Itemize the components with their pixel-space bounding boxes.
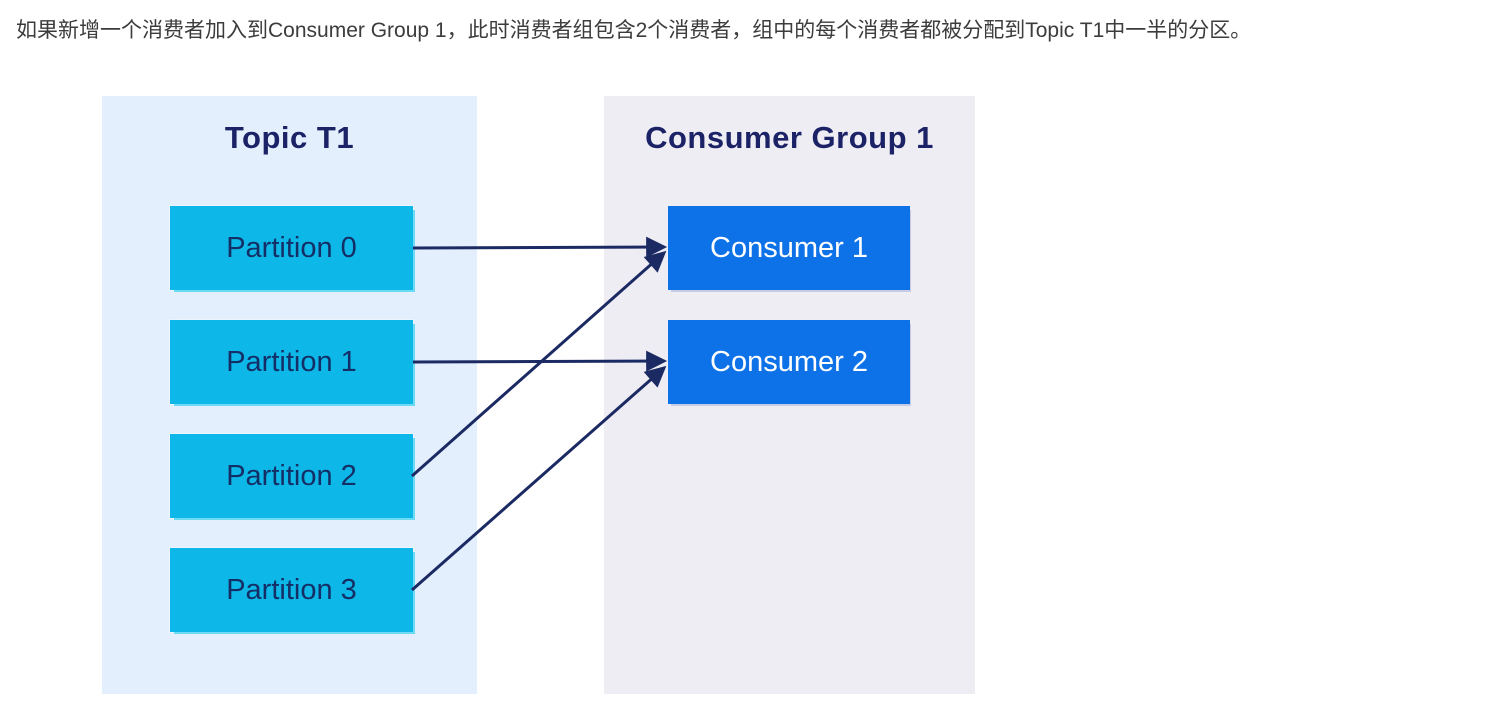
description-text: 如果新增一个消费者加入到Consumer Group 1，此时消费者组包含2个消… bbox=[16, 19, 1252, 42]
topic-panel-title: Topic T1 bbox=[224, 120, 355, 155]
consumer-group-panel: Consumer Group 1 bbox=[604, 96, 975, 694]
consumer-1-box: Consumer 1 bbox=[668, 206, 910, 290]
partition-1-box: Partition 1 bbox=[170, 320, 413, 404]
partition-0-box: Partition 0 bbox=[170, 206, 413, 290]
partition-2-box: Partition 2 bbox=[170, 434, 413, 518]
consumer-2-box: Consumer 2 bbox=[668, 320, 910, 404]
partition-3-box: Partition 3 bbox=[170, 548, 413, 632]
consumer-group-panel-title: Consumer Group 1 bbox=[645, 120, 934, 155]
